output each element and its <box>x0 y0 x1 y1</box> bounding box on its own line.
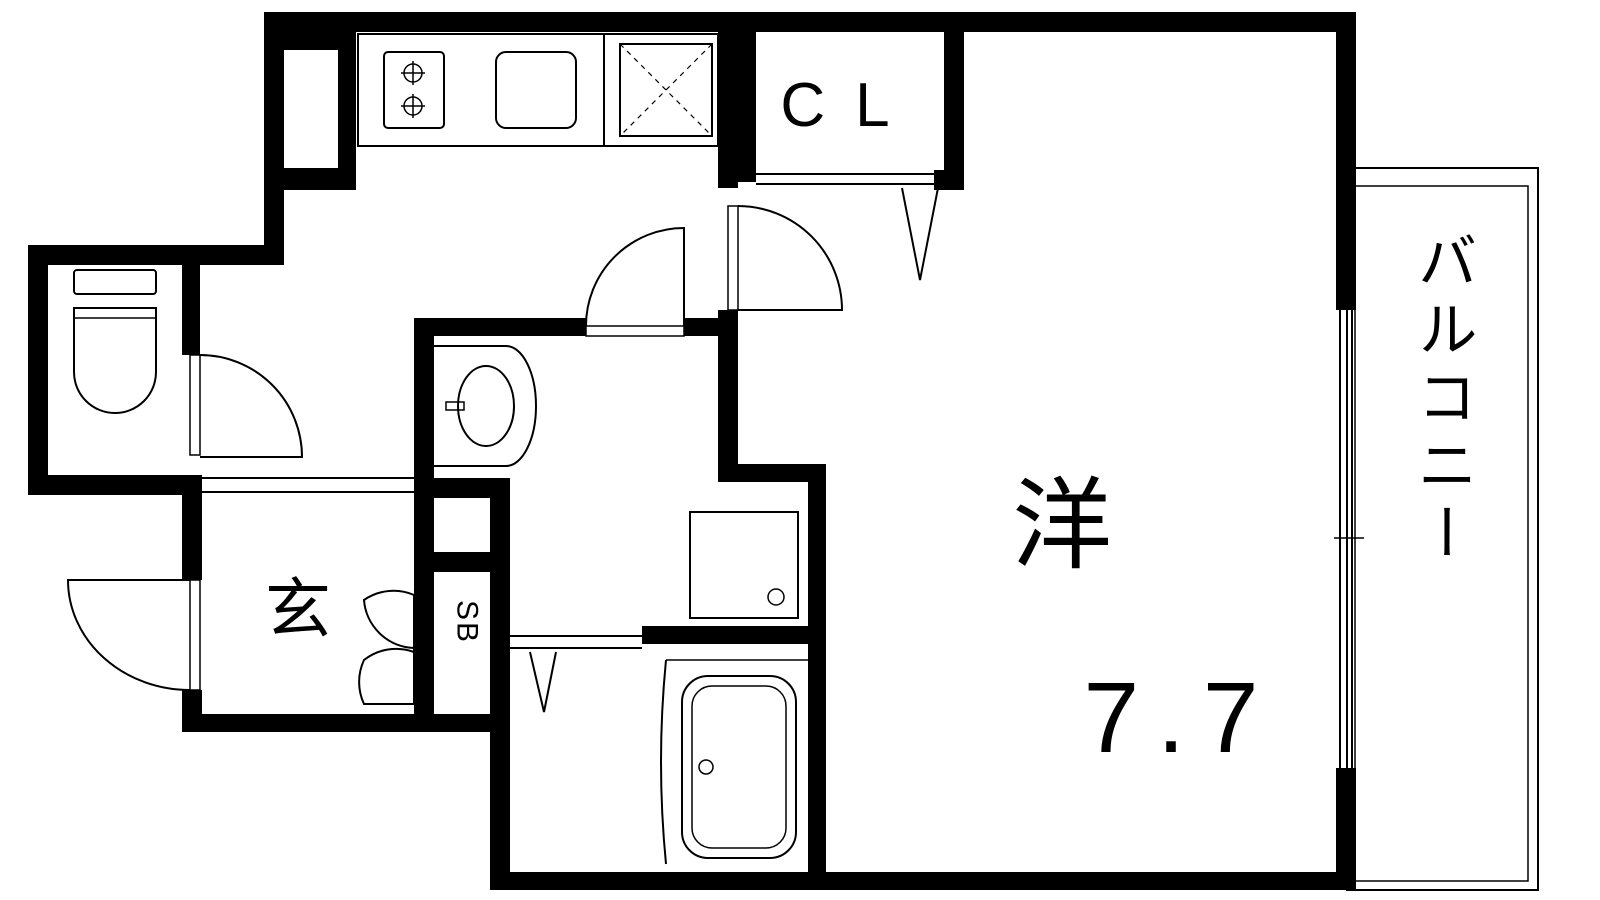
entrance-label: 玄 <box>265 571 331 648</box>
closet: CL <box>756 71 939 281</box>
corridor <box>202 477 414 493</box>
washing-machine-area-icon <box>689 511 799 619</box>
kitchen <box>357 33 719 147</box>
washroom <box>434 345 799 619</box>
bathtub-icon <box>681 675 797 859</box>
walls <box>28 12 1356 890</box>
closet-label: CL <box>780 71 919 140</box>
doors <box>66 205 844 713</box>
toilet <box>73 269 157 414</box>
stove-icon <box>383 51 445 129</box>
toilet-tank-icon <box>73 269 157 295</box>
shoe-box: SB <box>451 600 484 644</box>
fridge-space-icon <box>619 43 713 137</box>
balcony: バルコニー <box>1346 167 1539 891</box>
western-room-label: 洋 <box>1012 467 1112 584</box>
western-room-size: 7.7 <box>1083 662 1276 774</box>
vanity-sink-icon <box>434 345 537 467</box>
balcony-label: バルコニー <box>1407 230 1477 570</box>
shoe-box-label: SB <box>451 600 484 644</box>
balcony-window <box>1334 310 1364 768</box>
kitchen-sink-icon <box>495 51 577 129</box>
toilet-bowl-icon <box>73 307 157 414</box>
bathroom <box>660 659 808 865</box>
